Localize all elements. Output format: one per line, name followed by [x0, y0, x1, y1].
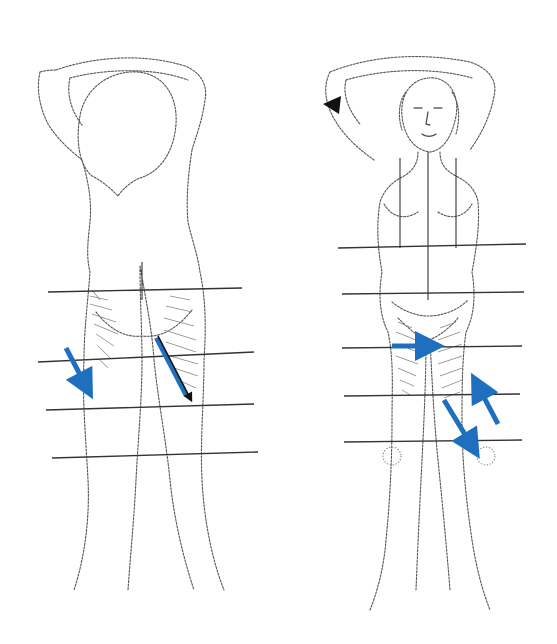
back-view-blue-arrow-right — [156, 338, 186, 396]
back-view-right-thigh-hatch — [164, 296, 198, 388]
back-view-body-outline — [74, 150, 224, 590]
front-view-blue-arrow-diagonal-down — [444, 400, 472, 446]
front-view-guide-line-5 — [344, 440, 522, 442]
black-triangle-pointer-icon — [323, 96, 341, 114]
front-view-head-outline — [399, 78, 458, 152]
front-view-guide-line-1 — [338, 244, 526, 248]
front-view-body-outline — [370, 152, 490, 610]
front-view-face-features — [414, 108, 442, 136]
front-view-guide-line-3 — [342, 346, 522, 348]
back-view-black-arrow — [158, 336, 190, 398]
front-view-guide-line-2 — [342, 292, 524, 294]
front-view-guide-line-4 — [344, 394, 520, 396]
back-view-gluteal-outline — [96, 310, 192, 336]
back-view-head-outline — [78, 72, 176, 196]
back-view-figure — [38, 58, 258, 590]
front-view-arms-outline — [326, 57, 495, 160]
front-view-pelvis-outline — [392, 300, 468, 340]
front-view-figure — [323, 57, 526, 610]
front-view-blue-arrow-diagonal-up — [478, 386, 498, 424]
back-view-blue-arrow-left — [66, 348, 86, 386]
back-view-guide-line-4 — [52, 452, 258, 458]
back-view-guide-line-3 — [46, 404, 254, 410]
front-view-right-knee-marker — [477, 447, 495, 465]
